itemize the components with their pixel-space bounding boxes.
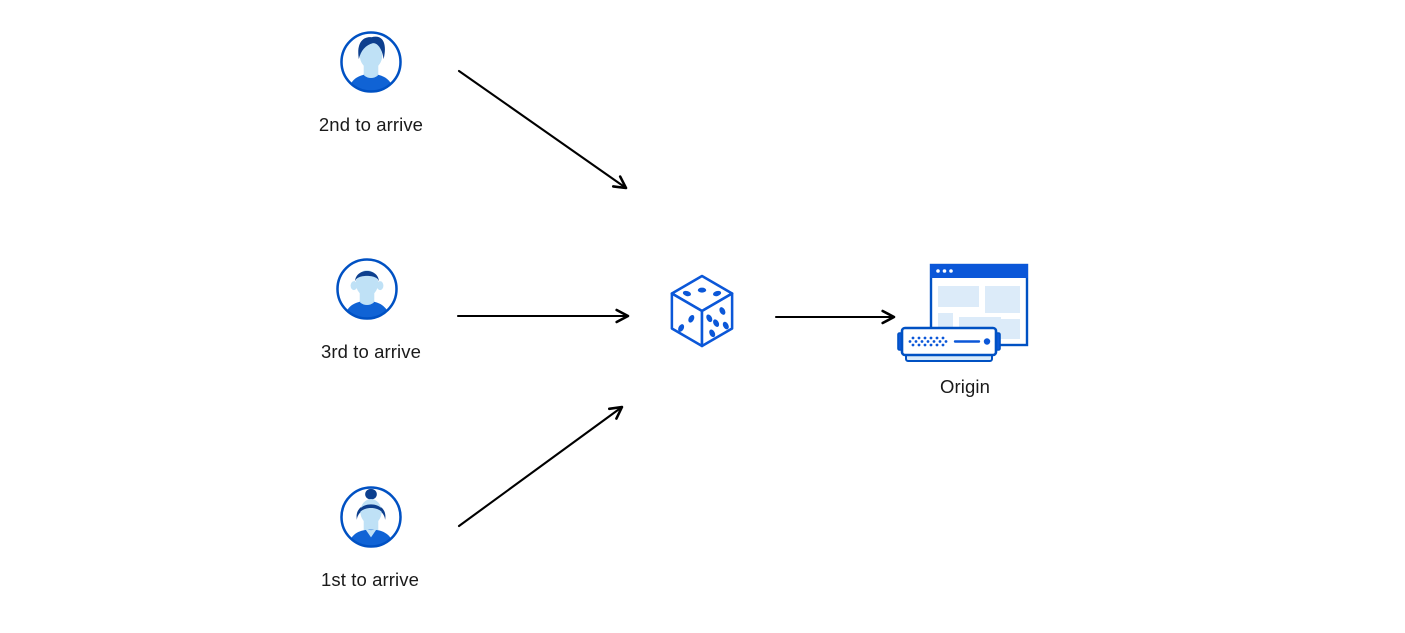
dice-icon — [670, 274, 734, 348]
origin-label: Origin — [940, 376, 990, 397]
visitor-2nd-label: 2nd to arrive — [318, 114, 424, 135]
edge-visitor-2nd-to-dice — [457, 69, 628, 190]
node-visitor-1st: 1st to arrive — [321, 484, 419, 590]
visitor-1st-label: 1st to arrive — [321, 569, 419, 590]
node-visitor-2nd: 2nd to arrive — [319, 29, 423, 135]
node-origin: Origin — [897, 263, 1031, 397]
node-visitor-3rd: 3rd to arrive — [321, 256, 421, 362]
male-avatar-flat-top-icon — [336, 258, 398, 320]
node-randomizer — [668, 272, 736, 355]
edge-visitor-1st-to-dice — [457, 405, 624, 528]
origin-server-browser-icon — [897, 263, 1029, 362]
visitor-3rd-label: 3rd to arrive — [320, 341, 421, 362]
female-avatar-bun-icon — [340, 486, 402, 548]
male-avatar-swept-hair-icon — [340, 31, 402, 93]
